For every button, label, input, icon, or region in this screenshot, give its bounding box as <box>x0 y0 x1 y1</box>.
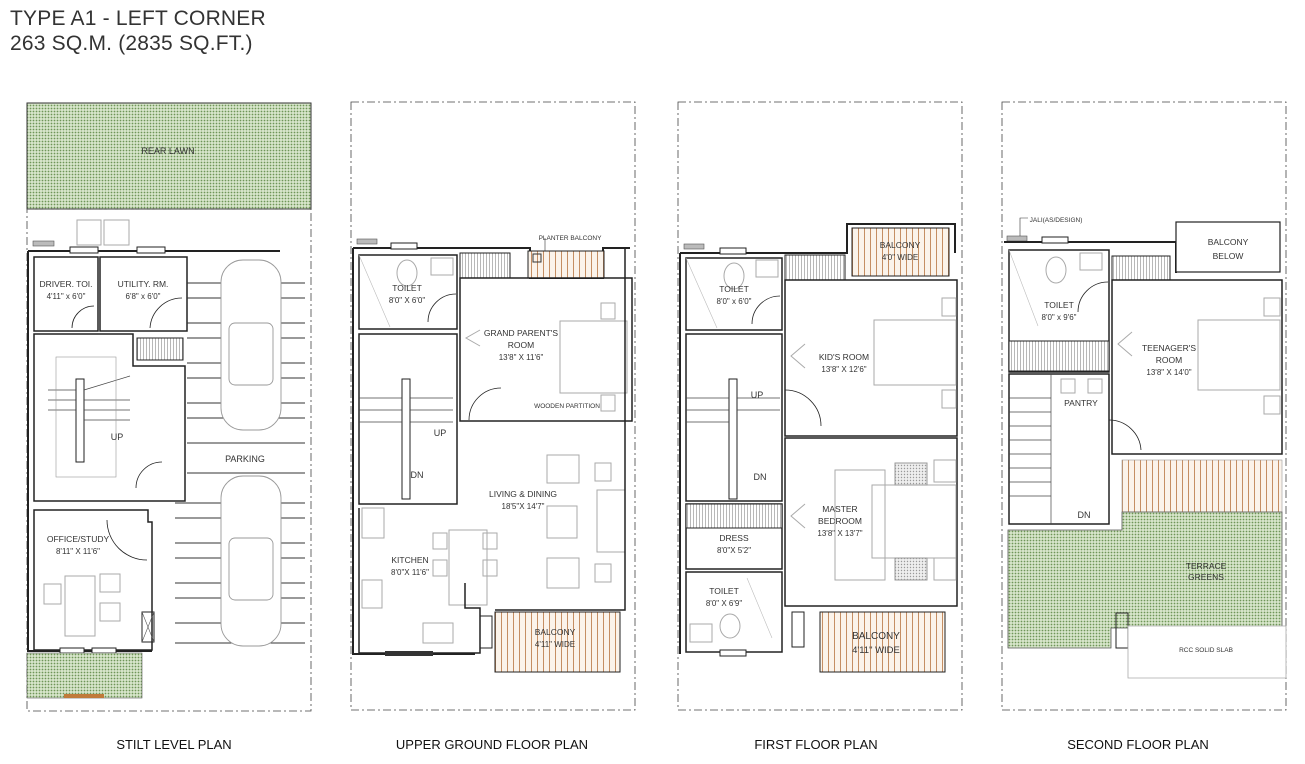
jali-label: JALI(AS/DESIGN) <box>1030 217 1083 224</box>
toilet-label: TOILET <box>392 283 422 293</box>
up-label: UP <box>111 432 124 442</box>
stilt-level-plan: REAR LAWN DRIVER. TOI. 4'11" x 6'0" UTIL… <box>26 102 312 712</box>
car-icon <box>220 259 282 647</box>
kids-room-size: 13'8" X 12'6" <box>821 365 866 374</box>
grand-parents-room-label: GRAND PARENT'S <box>484 328 559 338</box>
rear-lawn-label: REAR LAWN <box>141 146 194 156</box>
living-dining-size: 18'5"X 14'7" <box>502 502 545 511</box>
wooden-partition-label: WOODEN PARTITION <box>534 403 600 410</box>
dn-label: DN <box>1078 510 1091 520</box>
top-balcony-size: 4'0" WIDE <box>882 253 918 262</box>
up-label: UP <box>434 428 447 438</box>
plan-title: TYPE A1 - LEFT CORNER 263 SQ.M. (2835 SQ… <box>10 6 266 56</box>
master-bedroom-label: MASTER <box>822 504 857 514</box>
master-bedroom-size: 13'8" X 13'7" <box>817 529 862 538</box>
dn-label: DN <box>754 472 767 482</box>
teenagers-room-label: TEENAGER'S <box>1142 343 1196 353</box>
driver-toilet-label: DRIVER. TOI. <box>39 279 92 289</box>
first-floor-caption: FIRST FLOOR PLAN <box>754 737 878 752</box>
toilet-size: 8'0" X 6'0" <box>389 296 425 305</box>
stilt-level-caption: STILT LEVEL PLAN <box>116 737 232 752</box>
balcony-label: BALCONY <box>535 627 576 637</box>
second-floor-plan: JALI(AS/DESIGN) BALCONY BELOW TOILET 8'0… <box>1001 101 1287 711</box>
dn-label: DN <box>411 470 424 480</box>
balcony-below-label: BALCONY <box>1208 237 1249 247</box>
utility-room-size: 6'8" x 6'0" <box>126 292 161 301</box>
living-dining-label: LIVING & DINING <box>489 489 557 499</box>
planter-balcony-label: PLANTER BALCONY <box>539 235 603 242</box>
grand-parents-room-label2: ROOM <box>508 340 534 350</box>
balcony-below-size: BELOW <box>1213 251 1244 261</box>
parking-label: PARKING <box>225 454 265 464</box>
rear-lawn <box>26 102 312 210</box>
terrace-greens-label2: GREENS <box>1188 572 1224 582</box>
terrace-greens-label: TERRACE <box>1186 561 1227 571</box>
title-type: TYPE A1 - LEFT CORNER <box>10 7 266 30</box>
pantry-label: PANTRY <box>1064 398 1098 408</box>
top-balcony-label: BALCONY <box>880 240 921 250</box>
kids-room-label: KID'S ROOM <box>819 352 869 362</box>
title-area: 263 SQ.M. (2835 SQ.FT.) <box>10 32 253 55</box>
driver-toilet-size: 4'11" x 6'0" <box>47 292 86 301</box>
bottom-balcony-size: 4'11" WIDE <box>852 645 900 656</box>
office-study-label: OFFICE/STUDY <box>47 534 110 544</box>
upper-ground-floor-plan: PLANTER BALCONY TOILET 8'0" X 6'0" GRAND… <box>350 101 636 711</box>
second-floor-caption: SECOND FLOOR PLAN <box>1067 737 1209 752</box>
bottom-balcony-label: BALCONY <box>852 631 900 642</box>
toilet-label: TOILET <box>1044 300 1074 310</box>
kitchen-label: KITCHEN <box>391 555 428 565</box>
toilet-size: 8'0" x 6'0" <box>717 297 752 306</box>
office-study-size: 8'11" X 11'6" <box>56 547 100 556</box>
toilet-label: TOILET <box>719 284 749 294</box>
balcony-size: 4'11" WIDE <box>535 640 575 649</box>
up-label: UP <box>751 390 764 400</box>
utility-room-label: UTILITY. RM. <box>118 279 169 289</box>
teenagers-room-label2: ROOM <box>1156 355 1182 365</box>
upper-ground-floor-caption: UPPER GROUND FLOOR PLAN <box>395 737 589 752</box>
master-bedroom-label2: BEDROOM <box>818 516 862 526</box>
grand-parents-room-size: 13'8" X 11'6" <box>499 353 544 362</box>
teenagers-room-size: 13'8" X 14'0" <box>1146 368 1191 377</box>
kitchen-size: 8'0"X 11'6" <box>391 568 429 577</box>
toilet-2-label: TOILET <box>709 586 739 596</box>
dress-label: DRESS <box>719 533 749 543</box>
dress-size: 8'0"X 5'2" <box>717 546 751 555</box>
toilet-2-size: 8'0" X 6'9" <box>706 599 742 608</box>
rcc-slab-label: RCC SOLID SLAB <box>1179 647 1233 654</box>
first-floor-plan: BALCONY 4'0" WIDE TOILET 8'0" x 6'0" KID… <box>677 101 963 711</box>
toilet-size: 8'0" x 9'6" <box>1042 313 1077 322</box>
